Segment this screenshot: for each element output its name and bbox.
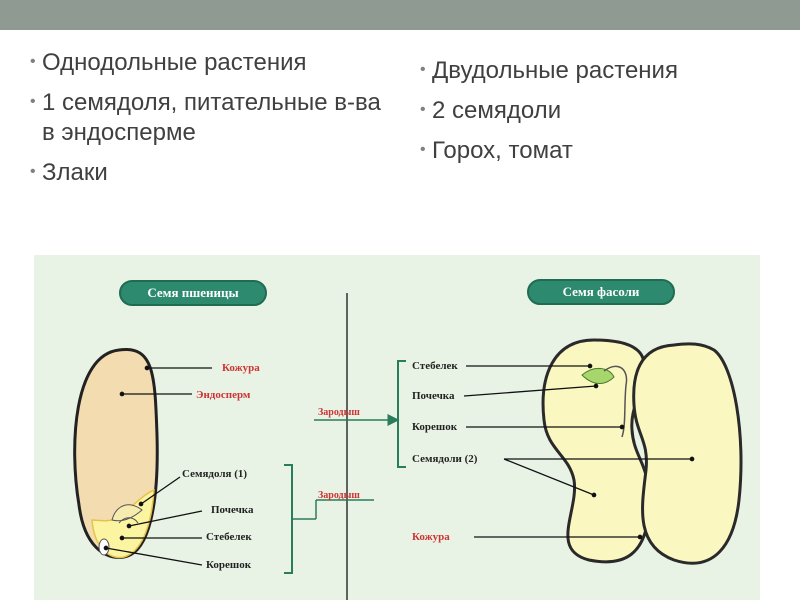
bean-label-bud: Почечка — [412, 390, 455, 402]
monocot-heading: Однодольные растения — [30, 47, 400, 78]
bean-label-coat: Кожура — [412, 531, 450, 543]
wheat-label-stem: Стебелек — [206, 531, 252, 543]
monocot-example: Злаки — [30, 157, 400, 188]
wheat-label-cotyledon: Семядоля (1) — [182, 468, 247, 480]
wheat-label-bud: Почечка — [211, 504, 254, 516]
bean-stem-shape — [603, 365, 628, 438]
wheat-title-badge: Семя пшеницы — [119, 280, 267, 306]
bean-title-badge: Семя фасоли — [527, 279, 675, 305]
dicot-heading: Двудольные растения — [420, 55, 780, 86]
wheat-embryo-label: Зародыш — [318, 490, 360, 501]
monocot-list: Однодольные растения 1 семядоля, питател… — [30, 47, 400, 198]
wheat-root-shape — [98, 538, 110, 556]
wheat-embryo-bracket — [284, 464, 293, 574]
monocot-cotyledon-note: 1 семядоля, питательные в-ва в эндосперм… — [30, 87, 400, 148]
bean-label-cotyledons: Семядоли (2) — [412, 453, 478, 465]
top-bar — [0, 0, 800, 30]
wheat-label-endosperm: Эндосперм — [196, 389, 251, 401]
bean-title: Семя фасоли — [563, 284, 640, 299]
bean-embryo-label: Зародыш — [318, 407, 360, 418]
bean-bud-shape — [581, 368, 615, 384]
bean-seed — [541, 338, 743, 565]
wheat-title: Семя пшеницы — [147, 285, 238, 300]
dicot-list: Двудольные растения 2 семядоли Горох, то… — [420, 55, 780, 176]
wheat-grain — [73, 347, 159, 559]
wheat-label-coat: Кожура — [222, 362, 260, 374]
bean-label-root: Корешок — [412, 421, 458, 433]
bean-embryo-bracket — [397, 360, 406, 468]
bean-label-stem: Стебелек — [412, 360, 458, 372]
dicot-cotyledon-note: 2 семядоли — [420, 95, 780, 126]
wheat-label-root: Корешок — [206, 559, 252, 571]
bean-cotyledon-right — [632, 342, 743, 565]
dicot-example: Горох, томат — [420, 135, 780, 166]
seed-diagram: Семя пшеницы Семя фасоли Кожура Эндоспер… — [34, 255, 760, 600]
seed-diagram-svg: Семя пшеницы Семя фасоли Кожура Эндоспер… — [73, 279, 743, 600]
